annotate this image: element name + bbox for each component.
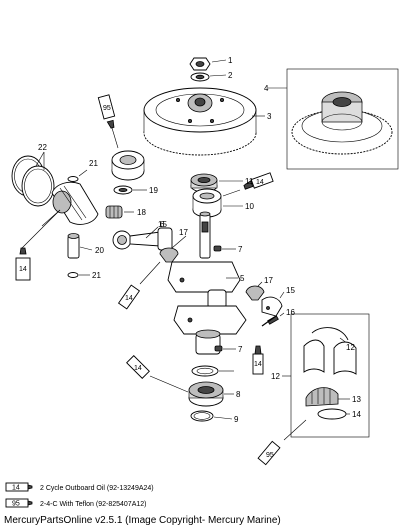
lubricant-tube-95-bottom xyxy=(257,440,281,466)
connecting-rod[interactable] xyxy=(112,227,173,251)
callout-15-right: 15 xyxy=(286,286,295,295)
callout-2: 2 xyxy=(228,71,233,80)
callout-3: 3 xyxy=(267,112,272,121)
bearing-race-halves[interactable] xyxy=(303,339,357,375)
piston-rings[interactable] xyxy=(11,155,55,207)
tube-label-14-right: 14 xyxy=(256,179,264,186)
tube-label-14-mid: 14 xyxy=(125,295,133,302)
flywheel[interactable] xyxy=(143,87,257,156)
piston-pin-clip-lower[interactable] xyxy=(67,272,79,278)
callout-7-lower: 7 xyxy=(238,345,243,354)
piston-pin[interactable] xyxy=(67,233,80,259)
lubricant-tube-14-lower xyxy=(126,355,150,379)
callout-21-upper: 21 xyxy=(89,159,98,168)
flywheel-underside[interactable] xyxy=(291,91,393,155)
legend-code-oil: 14 xyxy=(12,485,20,492)
crankshaft[interactable] xyxy=(167,211,247,355)
lower-ball-bearing[interactable] xyxy=(188,381,224,407)
callout-21-lower: 21 xyxy=(92,271,101,280)
main-bearing-inset xyxy=(290,313,370,438)
wrist-pin-bearing[interactable] xyxy=(105,205,123,219)
tube-label-14-left: 14 xyxy=(19,266,27,273)
crankpin-bearing-right[interactable] xyxy=(245,285,265,301)
lower-seal-ring[interactable] xyxy=(191,365,219,377)
needle-bearing-cage[interactable] xyxy=(305,387,339,407)
legend-text-oil: 2 Cycle Outboard Oil (92-13249A24) xyxy=(40,485,154,492)
lubricant-tube-14-center xyxy=(252,345,264,375)
tube-label-95-top: 95 xyxy=(103,105,111,112)
copyright-footer: MercuryPartsOnline v2.5.1 (Image Copyrig… xyxy=(4,515,281,526)
callout-16: 16 xyxy=(286,308,295,317)
callout-8: 8 xyxy=(236,390,241,399)
callout-19: 19 xyxy=(149,186,158,195)
callout-22: 22 xyxy=(38,143,47,152)
tube-label-14-center: 14 xyxy=(254,361,262,368)
callout-6: 6 xyxy=(160,220,165,229)
legend-row-oil: 14 2 Cycle Outboard Oil (92-13249A24) xyxy=(5,482,154,492)
piston[interactable] xyxy=(51,181,99,225)
seal-ring[interactable] xyxy=(113,185,133,195)
callout-14: 14 xyxy=(352,410,361,419)
callout-15-left: 15 xyxy=(158,220,167,229)
callout-17-left: 17 xyxy=(179,228,188,237)
callout-1: 1 xyxy=(228,56,233,65)
bearing-retaining-ring[interactable] xyxy=(317,408,347,420)
crankpin-bearing-left[interactable] xyxy=(159,247,179,263)
callout-17-right: 17 xyxy=(264,276,273,285)
callout-5: 5 xyxy=(240,274,245,283)
callout-7-upper: 7 xyxy=(238,245,243,254)
rod-bolt[interactable] xyxy=(261,315,279,327)
legend-code-grease: 95 xyxy=(12,501,20,508)
upper-seal-carrier[interactable] xyxy=(111,150,145,181)
lubricant-tube-14-mid xyxy=(117,284,141,310)
callout-9: 9 xyxy=(234,415,239,424)
tube-label-95-bottom: 95 xyxy=(266,452,274,459)
callout-13: 13 xyxy=(352,395,361,404)
callout-4: 4 xyxy=(264,84,269,93)
callout-12-inset: 12 xyxy=(346,343,355,352)
tube-label-14-lower: 14 xyxy=(134,365,142,372)
legend-text-grease: 2-4-C With Teflon (92-825407A12) xyxy=(40,501,146,508)
flywheel-washer[interactable] xyxy=(190,72,210,82)
dowel-pin-upper[interactable] xyxy=(213,245,222,252)
bearing-race-retainer[interactable] xyxy=(311,327,349,341)
lubricant-tube-95-top xyxy=(97,94,116,129)
flywheel-nut[interactable] xyxy=(189,57,211,71)
callout-12-lower: 12 xyxy=(271,372,280,381)
piston-pin-clip-upper[interactable] xyxy=(67,176,79,182)
dowel-pin-lower[interactable] xyxy=(214,345,223,352)
callout-20: 20 xyxy=(95,246,104,255)
connecting-rod-cap[interactable] xyxy=(261,296,283,317)
callout-11: 11 xyxy=(245,177,254,186)
retainer-ring[interactable] xyxy=(190,410,214,422)
inset-frame xyxy=(286,68,399,170)
callout-18: 18 xyxy=(137,208,146,217)
lubricant-tube-14-left xyxy=(15,247,31,281)
callout-10: 10 xyxy=(245,202,254,211)
lubricant-tube-14-right xyxy=(243,172,274,190)
legend-row-grease: 95 2-4-C With Teflon (92-825407A12) xyxy=(5,498,146,508)
